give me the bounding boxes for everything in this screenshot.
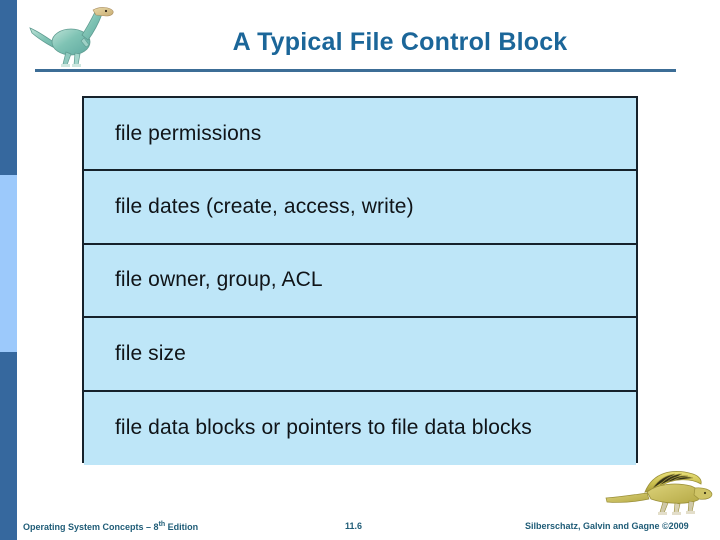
footer-book-reference: Operating System Concepts – 8th Edition: [23, 521, 198, 532]
sidebar-segment-middle: [0, 175, 17, 352]
fcb-field-label: file data blocks or pointers to file dat…: [115, 416, 532, 440]
dinosaur-logo-icon: [26, 2, 118, 70]
footer-copyright-credit: Silberschatz, Galvin and Gagne ©2009: [525, 521, 689, 531]
table-row: file size: [84, 318, 636, 392]
footer-edition-suffix: th: [158, 521, 166, 528]
fcb-field-label: file dates (create, access, write): [115, 195, 414, 219]
fcb-field-label: file permissions: [115, 121, 262, 145]
title-divider-rule: [35, 69, 676, 72]
fcb-field-label: file size: [115, 341, 186, 365]
page-title: A Typical File Control Block: [232, 28, 568, 56]
dinosaur-sail-logo-icon: [603, 466, 715, 518]
sidebar-segment-top: [0, 0, 17, 175]
footer-dash: –: [143, 522, 154, 532]
footer-book-title: Operating System Concepts: [23, 522, 144, 532]
table-row: file owner, group, ACL: [84, 244, 636, 319]
footer-edition-number: 8: [153, 522, 159, 532]
table-row: file data blocks or pointers to file dat…: [84, 391, 636, 465]
table-row: file permissions: [84, 98, 636, 172]
footer-edition-word: Edition: [165, 522, 199, 532]
file-control-block-table: file permissions file dates (create, acc…: [82, 96, 638, 465]
slide-number: 11.6: [345, 521, 363, 531]
left-decorative-sidebar: [0, 0, 17, 540]
sidebar-segment-bottom: [0, 352, 17, 540]
table-row: file dates (create, access, write): [84, 171, 636, 245]
fcb-field-label: file owner, group, ACL: [115, 268, 323, 292]
